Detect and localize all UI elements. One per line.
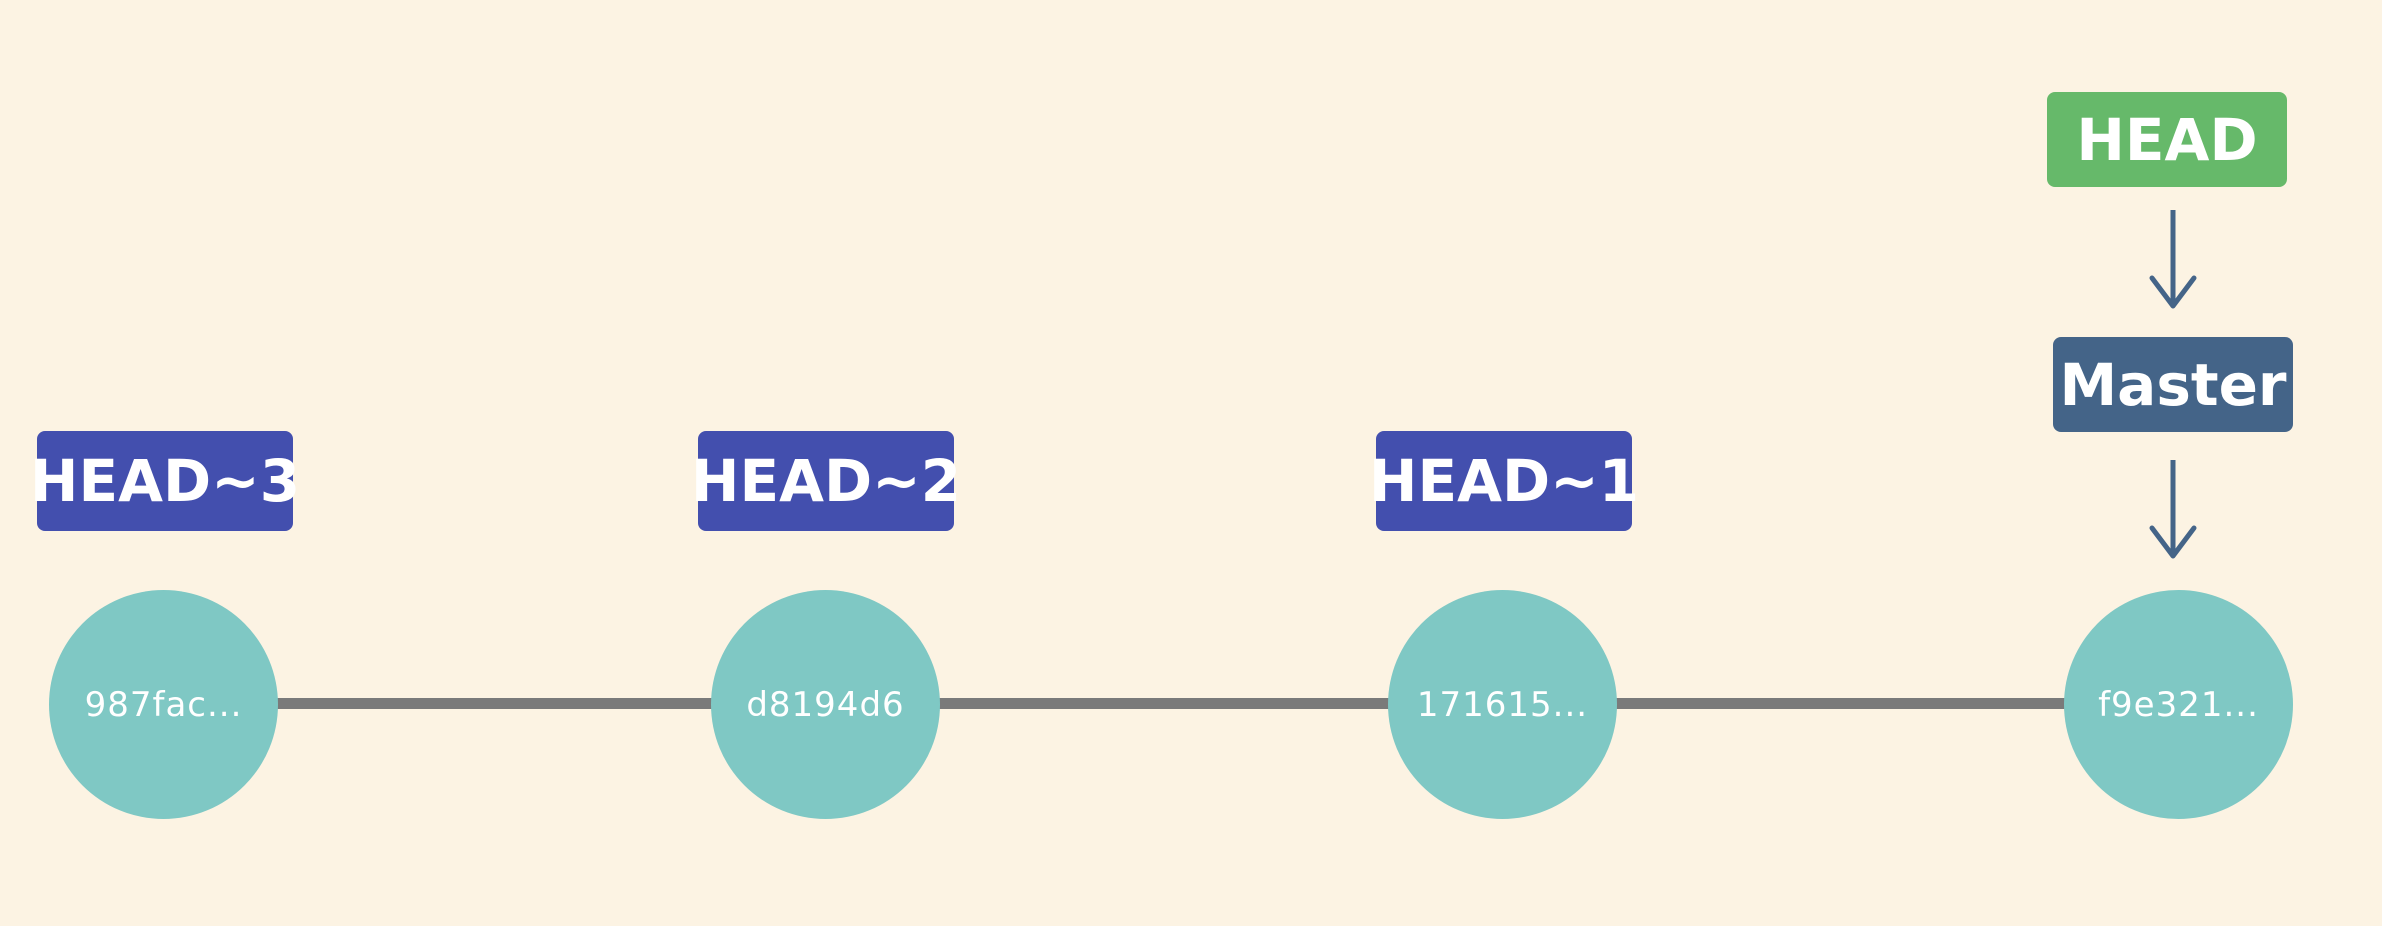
head-label: HEAD [2047, 92, 2287, 187]
master-to-commit-arrow-icon [2149, 460, 2197, 559]
commit-node-3: 171615... [1388, 590, 1617, 819]
commit-hash: f9e321... [2098, 684, 2259, 725]
commit-connector-1 [275, 698, 715, 709]
commit-hash: 987fac... [84, 684, 243, 725]
commit-node-2: d8194d6 [711, 590, 940, 819]
head-to-master-arrow-icon [2149, 210, 2197, 309]
commit-connector-2 [937, 698, 1389, 709]
commit-hash: d8194d6 [746, 684, 905, 725]
commit-node-1: 987fac... [49, 590, 278, 819]
commit-node-4: f9e321... [2064, 590, 2293, 819]
commit-connector-3 [1613, 698, 2067, 709]
ref-label-head-1: HEAD~1 [1369, 431, 1639, 531]
ref-label-head-3: HEAD~3 [30, 431, 300, 531]
branch-label-master: Master [2053, 337, 2293, 432]
ref-label-head-2: HEAD~2 [691, 431, 961, 531]
commit-hash: 171615... [1416, 684, 1589, 725]
